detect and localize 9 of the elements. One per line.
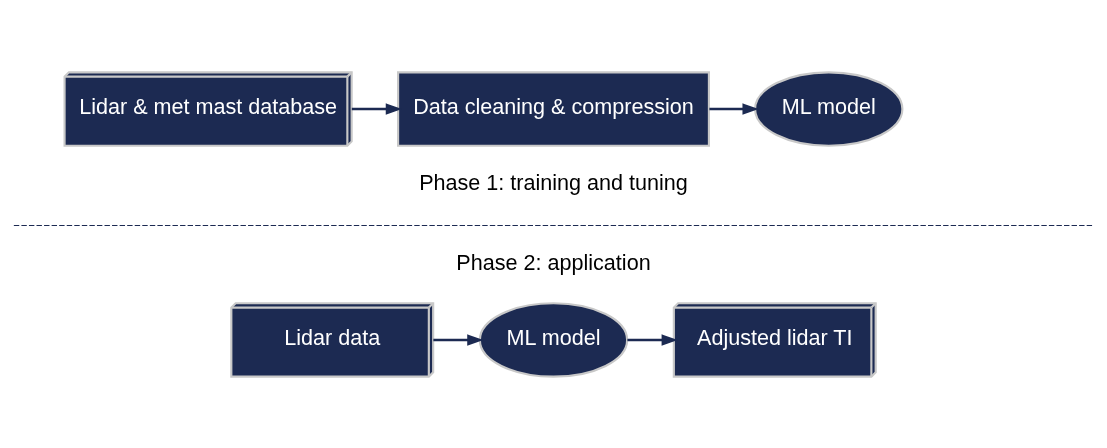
node-ellipse: ML model: [478, 301, 629, 378]
arrow: [351, 102, 402, 115]
arrow: [709, 102, 759, 115]
label: Phase 2: application: [456, 249, 651, 275]
node-ellipse: ML model: [754, 70, 904, 147]
arrow: [433, 333, 484, 346]
label: Phase 1: training and tuning: [419, 169, 688, 195]
arrow: [627, 333, 678, 346]
node-box: Data cleaning & compression: [397, 70, 710, 147]
